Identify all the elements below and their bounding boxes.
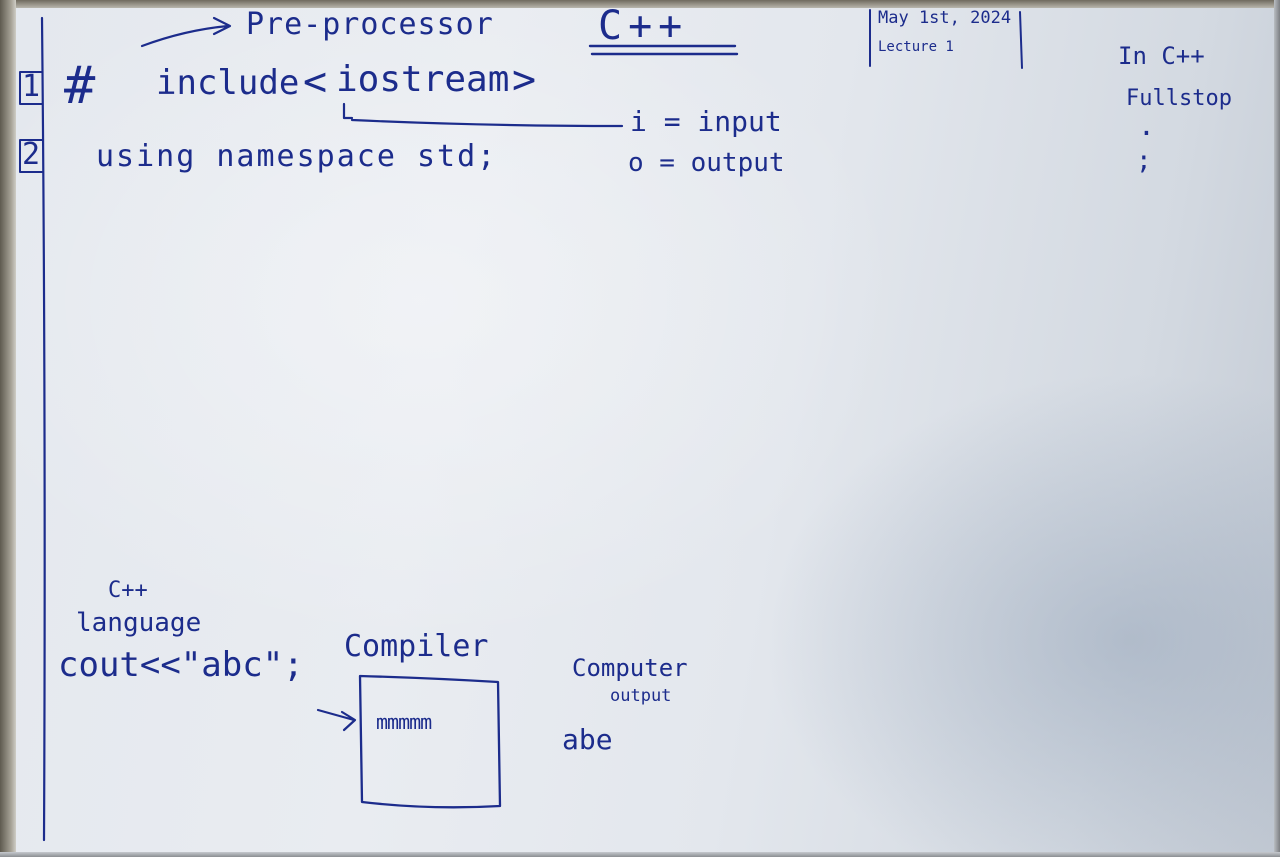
board-frame-right: [1274, 0, 1280, 857]
line-number-1: 1: [22, 69, 41, 104]
iostream-connector: [342, 102, 624, 128]
using-namespace-line: using namespace std;: [96, 139, 498, 174]
side-note-dot: .: [1138, 109, 1155, 142]
board-frame-left: [0, 0, 16, 857]
side-note-semicolon: ;: [1136, 146, 1152, 176]
board-frame-bottom: [0, 852, 1280, 857]
compiler-scribble: mmmmm: [376, 710, 432, 734]
side-note-word: Fullstop: [1126, 86, 1232, 111]
line-number-box-1: [19, 71, 43, 105]
output-label: output: [610, 686, 672, 706]
language-top: C++: [108, 578, 148, 603]
hash-symbol: #: [64, 56, 96, 116]
date-note: May 1st, 2024: [878, 8, 1012, 28]
margin-line: [40, 16, 46, 842]
computer-label: Computer: [572, 654, 688, 682]
board-frame-top: [0, 0, 1280, 8]
date-bracket-right: [1019, 11, 1023, 69]
preprocessor-label: Pre-processor: [246, 7, 494, 42]
side-note-heading: In C++: [1118, 42, 1205, 70]
line-number-box-2: [19, 139, 43, 173]
compiler-input-arrow: [316, 708, 357, 732]
language-label: language: [76, 608, 202, 638]
preprocessor-arrow: [140, 16, 232, 48]
include-keyword: include: [156, 63, 300, 103]
legend-input: i = input: [630, 105, 782, 138]
iostream-header: iostream: [336, 59, 510, 100]
output-value: abe: [562, 723, 613, 756]
angle-close: >: [512, 57, 537, 103]
lecture-note: Lecture 1: [878, 39, 954, 55]
legend-output: o = output: [628, 148, 785, 178]
angle-open: <: [303, 59, 328, 105]
compiler-box: [358, 674, 502, 809]
compiler-label: Compiler: [344, 629, 489, 664]
cout-statement: cout<<"abc";: [58, 645, 304, 685]
line-number-2: 2: [22, 137, 41, 172]
board-title: C++: [598, 3, 689, 49]
